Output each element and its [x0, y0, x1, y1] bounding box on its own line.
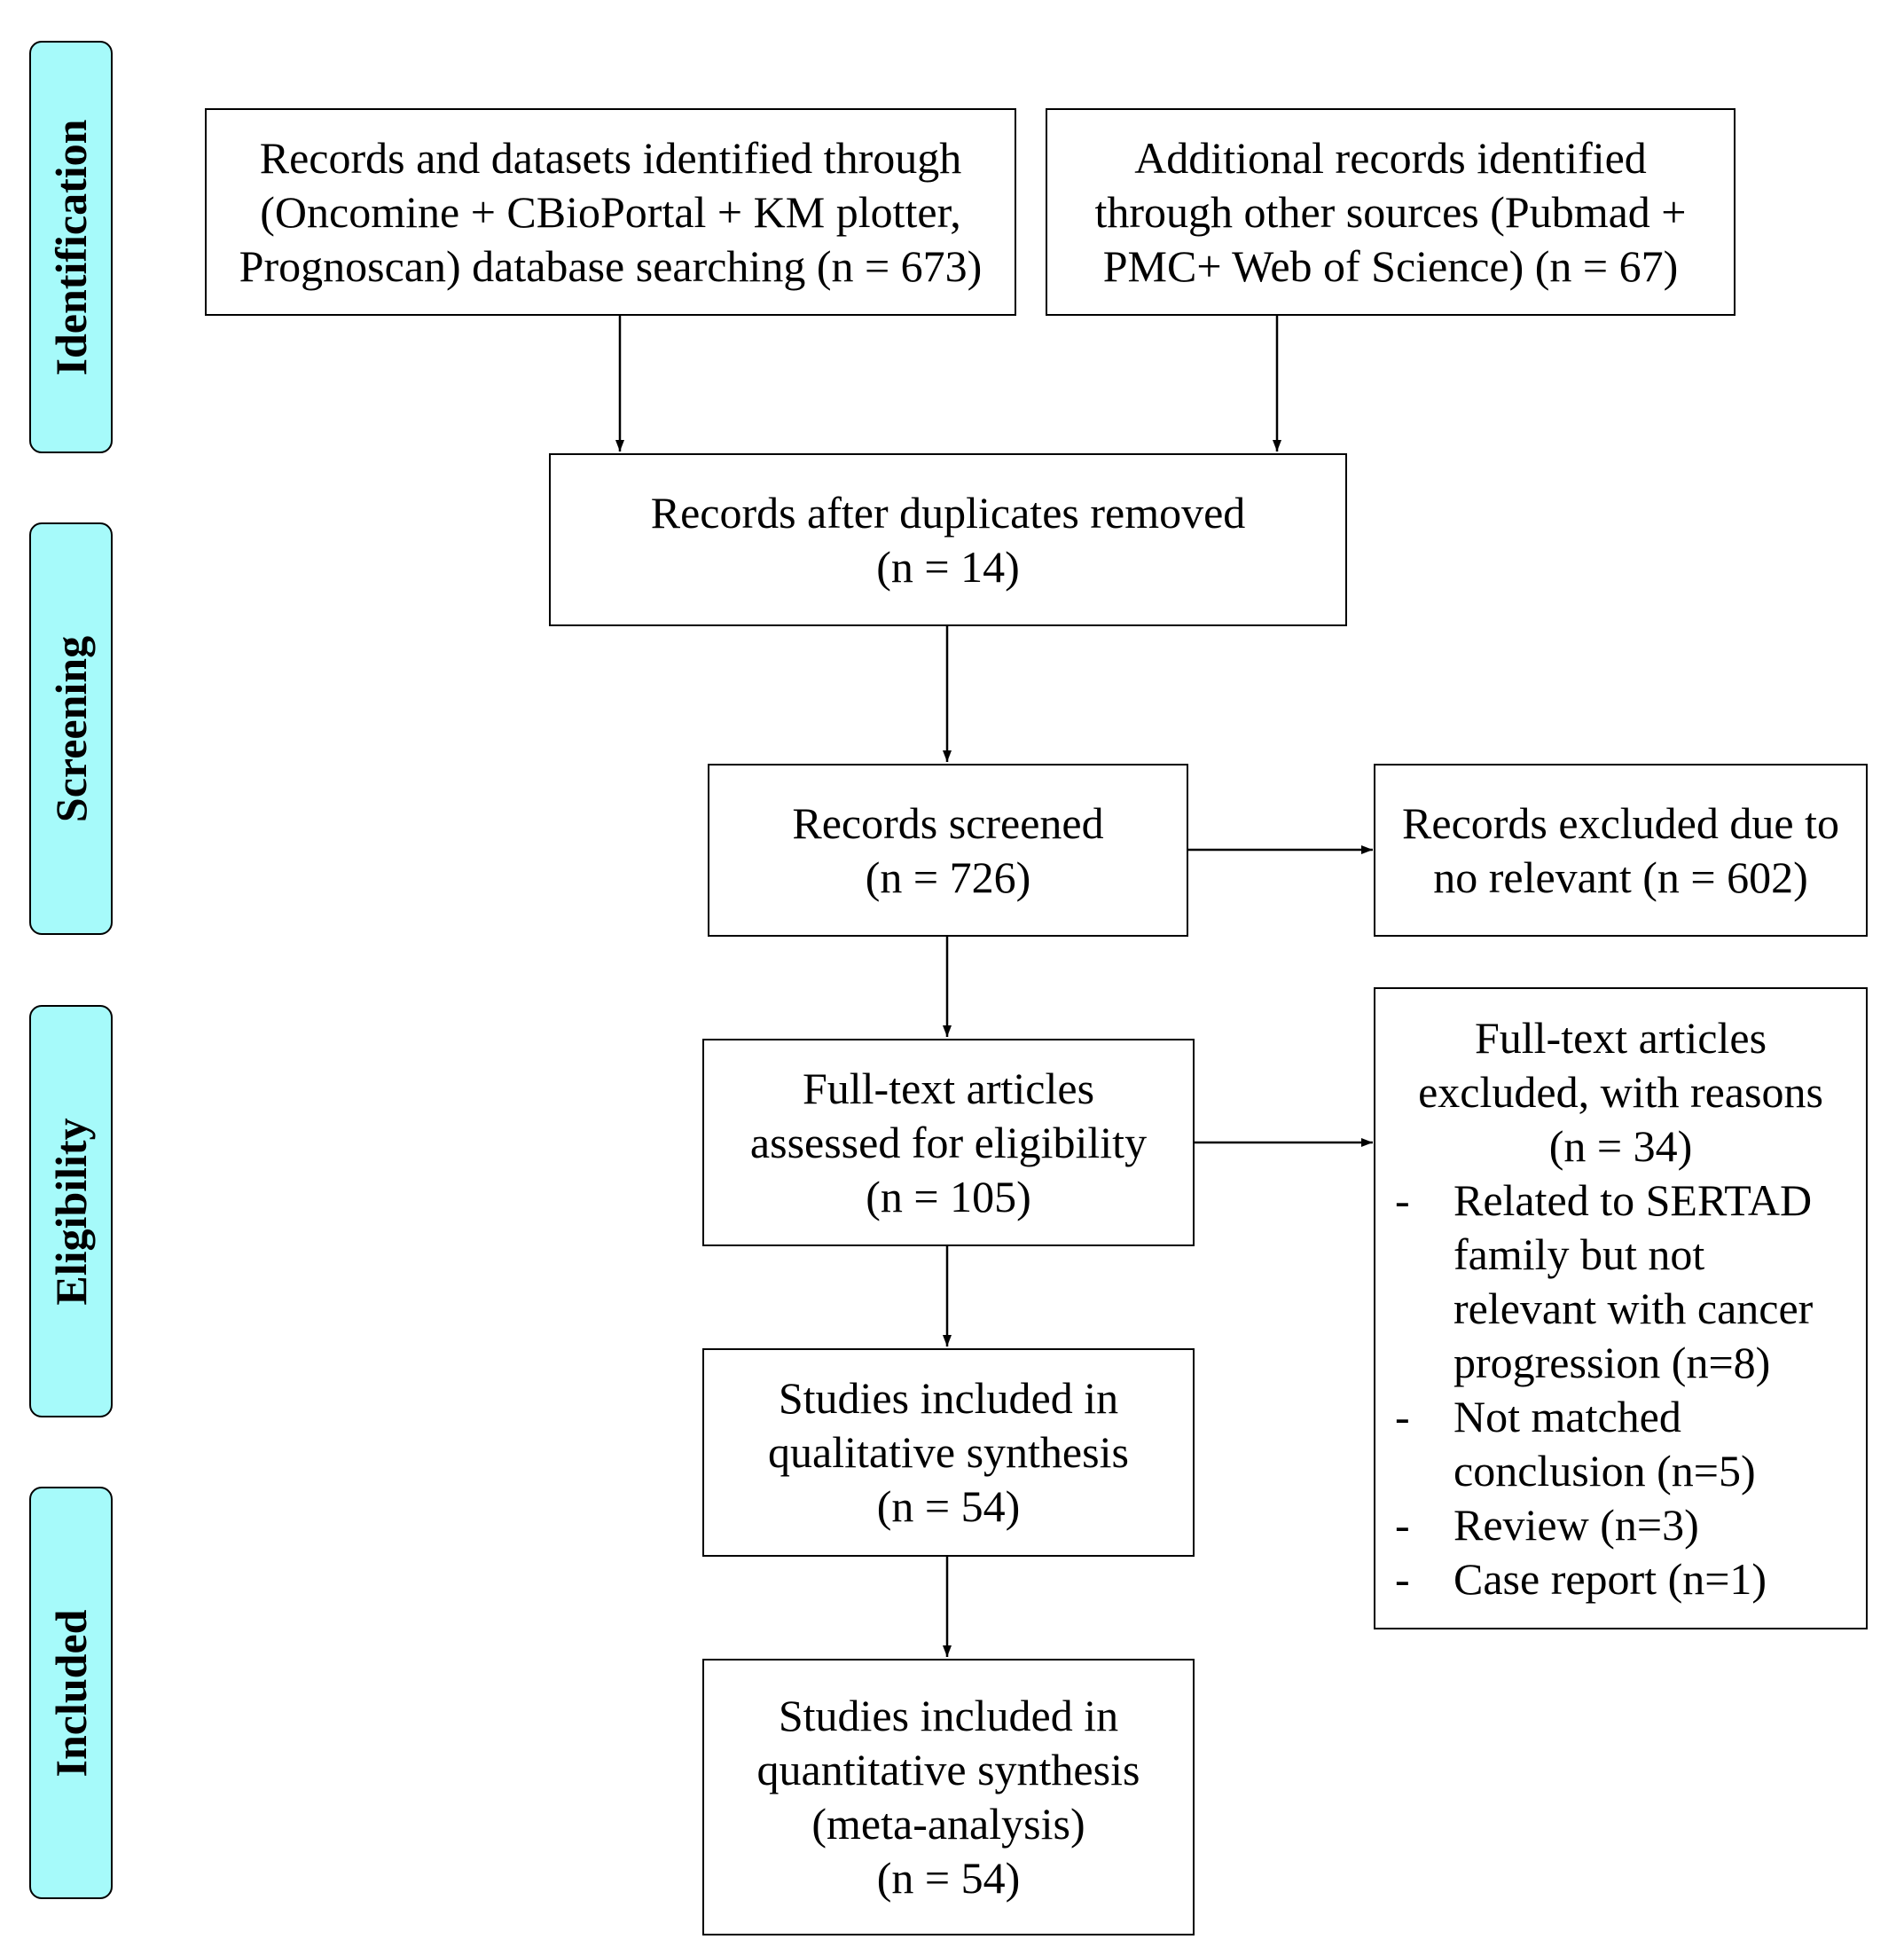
box-other-sources: Additional records identified through ot…	[1046, 108, 1736, 316]
fulltext-excluded-heading: Full-text articles excluded, with reason…	[1418, 1013, 1823, 1171]
exclusion-reason-text: Review (n=3)	[1453, 1500, 1699, 1550]
exclusion-reason: - Related to SERTAD family but not relev…	[1395, 1174, 1866, 1390]
bullet-dash: -	[1395, 1392, 1410, 1441]
stage-screening: Screening	[29, 522, 113, 935]
box-other-sources-text: Additional records identified through ot…	[1094, 132, 1687, 291]
exclusion-reason: - Case report (n=1)	[1395, 1552, 1866, 1606]
box-database-records-text: Records and datasets identified through …	[239, 132, 983, 291]
box-records-excluded: Records excluded due to no relevant (n =…	[1374, 764, 1868, 937]
box-database-records: Records and datasets identified through …	[205, 108, 1016, 316]
box-qualitative-synthesis: Studies included in qualitative synthesi…	[702, 1348, 1195, 1557]
exclusion-reason-text: Case report (n=1)	[1453, 1554, 1767, 1604]
stage-eligibility: Eligibility	[29, 1005, 113, 1417]
bullet-dash: -	[1395, 1500, 1410, 1550]
box-after-duplicates-text: Records after duplicates removed (n = 14…	[650, 487, 1246, 592]
bullet-dash: -	[1395, 1554, 1410, 1604]
box-fulltext-excluded: Full-text articles excluded, with reason…	[1374, 987, 1868, 1629]
bullet-dash: -	[1395, 1175, 1410, 1225]
box-fulltext-assessed-text: Full-text articles assessed for eligibil…	[749, 1063, 1148, 1221]
exclusion-reason-text: Related to SERTAD family but not relevan…	[1453, 1175, 1814, 1387]
box-qualitative-synthesis-text: Studies included in qualitative synthesi…	[768, 1373, 1129, 1531]
box-records-screened-text: Records screened (n = 726)	[792, 797, 1104, 902]
box-records-excluded-text: Records excluded due to no relevant (n =…	[1402, 797, 1839, 902]
box-records-screened: Records screened (n = 726)	[708, 764, 1188, 937]
box-quantitative-synthesis: Studies included in quantitative synthes…	[702, 1659, 1195, 1935]
stage-included: Included	[29, 1487, 113, 1899]
exclusion-reason-text: Not matched conclusion (n=5)	[1453, 1392, 1756, 1496]
exclusion-reasons-list: - Related to SERTAD family but not relev…	[1375, 1174, 1866, 1606]
box-fulltext-assessed: Full-text articles assessed for eligibil…	[702, 1039, 1195, 1246]
stage-identification: Identification	[29, 41, 113, 453]
exclusion-reason: - Review (n=3)	[1395, 1498, 1866, 1552]
box-after-duplicates: Records after duplicates removed (n = 14…	[549, 453, 1347, 626]
box-quantitative-synthesis-text: Studies included in quantitative synthes…	[756, 1691, 1140, 1903]
exclusion-reason: - Not matched conclusion (n=5)	[1395, 1390, 1866, 1498]
